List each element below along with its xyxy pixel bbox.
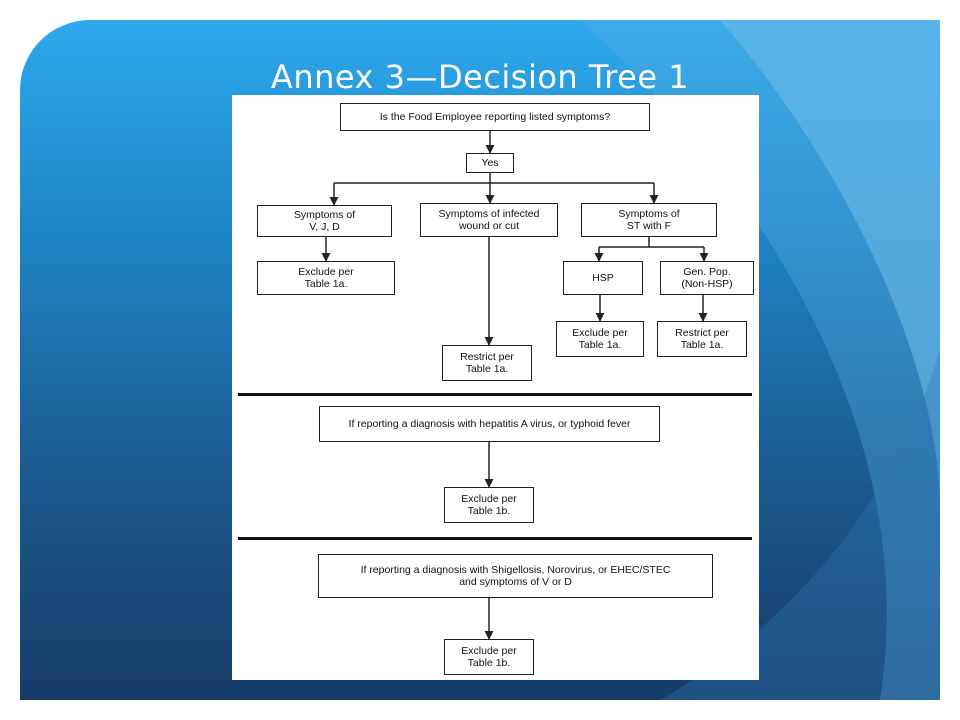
restrict-table-1a-genpop-box: Restrict per Table 1a. [657, 321, 747, 357]
decision-tree-figure: Is the Food Employee reporting listed sy… [232, 95, 759, 680]
yes-box: Yes [466, 153, 514, 173]
exclude-table-1a-vjd-box: Exclude per Table 1a. [257, 261, 395, 295]
background-curves [580, 20, 940, 700]
section-divider-2 [238, 537, 752, 540]
shigellosis-norovirus-condition-box: If reporting a diagnosis with Shigellosi… [318, 554, 713, 598]
symptoms-wound-box: Symptoms of infected wound or cut [420, 203, 558, 237]
symptoms-stf-box: Symptoms of ST with F [581, 203, 717, 237]
question-symptoms-box: Is the Food Employee reporting listed sy… [340, 103, 650, 131]
exclude-table-1a-hsp-box: Exclude per Table 1a. [556, 321, 644, 357]
hsp-box: HSP [563, 261, 643, 295]
connector-layer [321, 131, 709, 640]
section-divider-1 [238, 393, 752, 396]
gen-pop-box: Gen. Pop. (Non-HSP) [660, 261, 754, 295]
exclude-table-1b-box-2: Exclude per Table 1b. [444, 639, 534, 675]
slide: Annex 3—Decision Tree 1 Is the Food Empl… [20, 20, 940, 700]
restrict-table-1a-wound-box: Restrict per Table 1a. [442, 345, 532, 381]
exclude-table-1b-box-1: Exclude per Table 1b. [444, 487, 534, 523]
slide-title: Annex 3—Decision Tree 1 [270, 58, 690, 96]
hepatitis-typhoid-condition-box: If reporting a diagnosis with hepatitis … [319, 406, 660, 442]
symptoms-vjd-box: Symptoms of V, J, D [257, 205, 392, 237]
